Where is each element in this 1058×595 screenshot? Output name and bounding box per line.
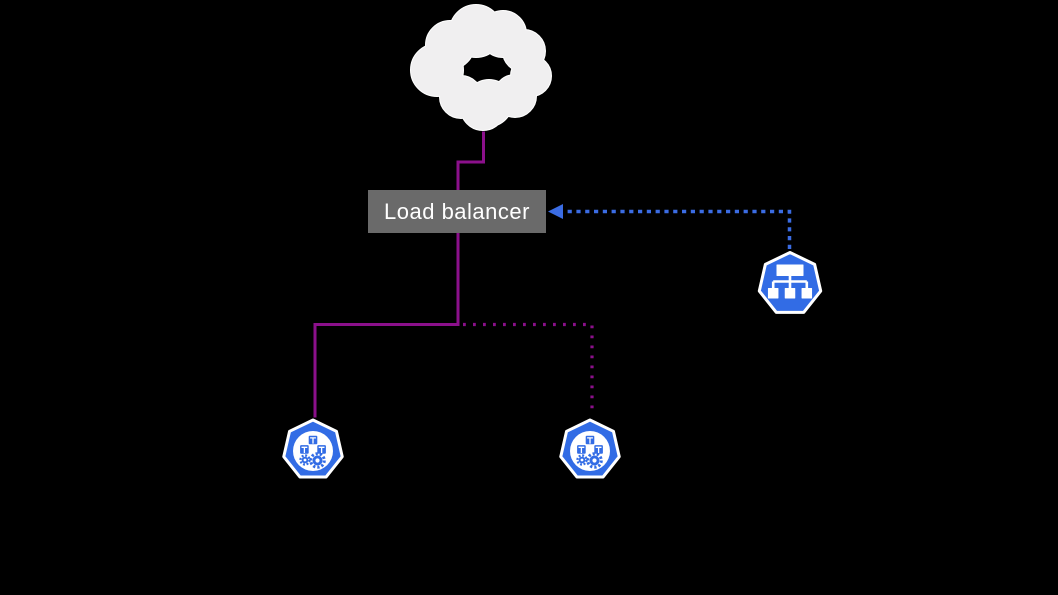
edge-ingress-to-loadbalancer [564,209,792,249]
kubernetes-cluster-icon-left [282,418,344,479]
load-balancer-label: Load balancer [384,198,530,224]
kubernetes-cluster-icon-middle [559,418,621,479]
internet-cloud-icon [410,4,552,131]
kubernetes-pods-gears-icon [559,418,621,479]
edge-loadbalancer-to-cluster-middle [463,322,594,414]
kubernetes-ingress-icon [757,251,823,314]
edge-cloud-to-loadbalancer [456,131,485,190]
edge-loadbalancer-to-cluster-left [313,233,460,418]
load-balancer-box: Load balancer [368,190,546,233]
arrowhead-into-loadbalancer [548,204,563,219]
sitemap-glyph [767,264,813,299]
kubernetes-pods-gears-icon [282,418,344,479]
